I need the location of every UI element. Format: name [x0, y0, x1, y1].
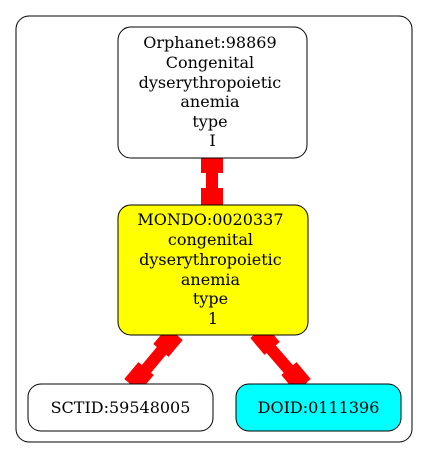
node-label-line: dyserythropoietic — [139, 250, 282, 269]
node-mondo[interactable]: MONDO:0020337 congenital dyserythropoiet… — [117, 204, 309, 336]
node-label-line: SCTID:59548005 — [51, 398, 191, 417]
node-box — [117, 204, 309, 336]
node-doid[interactable]: DOID:0111396 — [235, 383, 402, 432]
node-sctid[interactable]: SCTID:59548005 — [27, 383, 214, 432]
node-box — [235, 383, 402, 432]
svg-text:MONDO:0020337 congenital: MONDO:0020337 congenital dyserythropoiet… — [137, 210, 288, 328]
node-box — [27, 383, 214, 432]
node-label-line: anemia — [181, 270, 241, 289]
svg-text:DOID:0111396: DOID:0111396 — [258, 398, 380, 417]
edge-orphanet-mondo — [201, 152, 223, 209]
node-label-line: MONDO:0020337 — [137, 210, 283, 229]
cluster-frame — [15, 15, 413, 443]
svg-text:SCTID:59548005: SCTID:59548005 — [51, 398, 191, 417]
node-label-line: dyserythropoietic — [139, 73, 282, 92]
edge-endpoint-bottom — [201, 188, 223, 209]
node-label-line: Orphanet:98869 — [143, 33, 276, 52]
node-label-line: DOID:0111396 — [258, 398, 380, 417]
node-label-line: 1 — [208, 309, 218, 328]
node-label-line: Congenital — [166, 53, 254, 72]
node-label-line: type — [192, 112, 227, 131]
node-label-line: I — [209, 131, 215, 150]
node-label-line: type — [193, 289, 228, 308]
node-label-line: anemia — [180, 92, 240, 111]
svg-text:Orphanet:98869 Congenita: Orphanet:98869 Congenital dyserythropoie… — [139, 33, 287, 150]
node-label-line: congenital — [168, 230, 253, 249]
node-box — [117, 26, 308, 159]
edge-mondo-sctid — [124, 327, 183, 392]
node-orphanet[interactable]: Orphanet:98869 Congenital dyserythropoie… — [117, 26, 308, 159]
